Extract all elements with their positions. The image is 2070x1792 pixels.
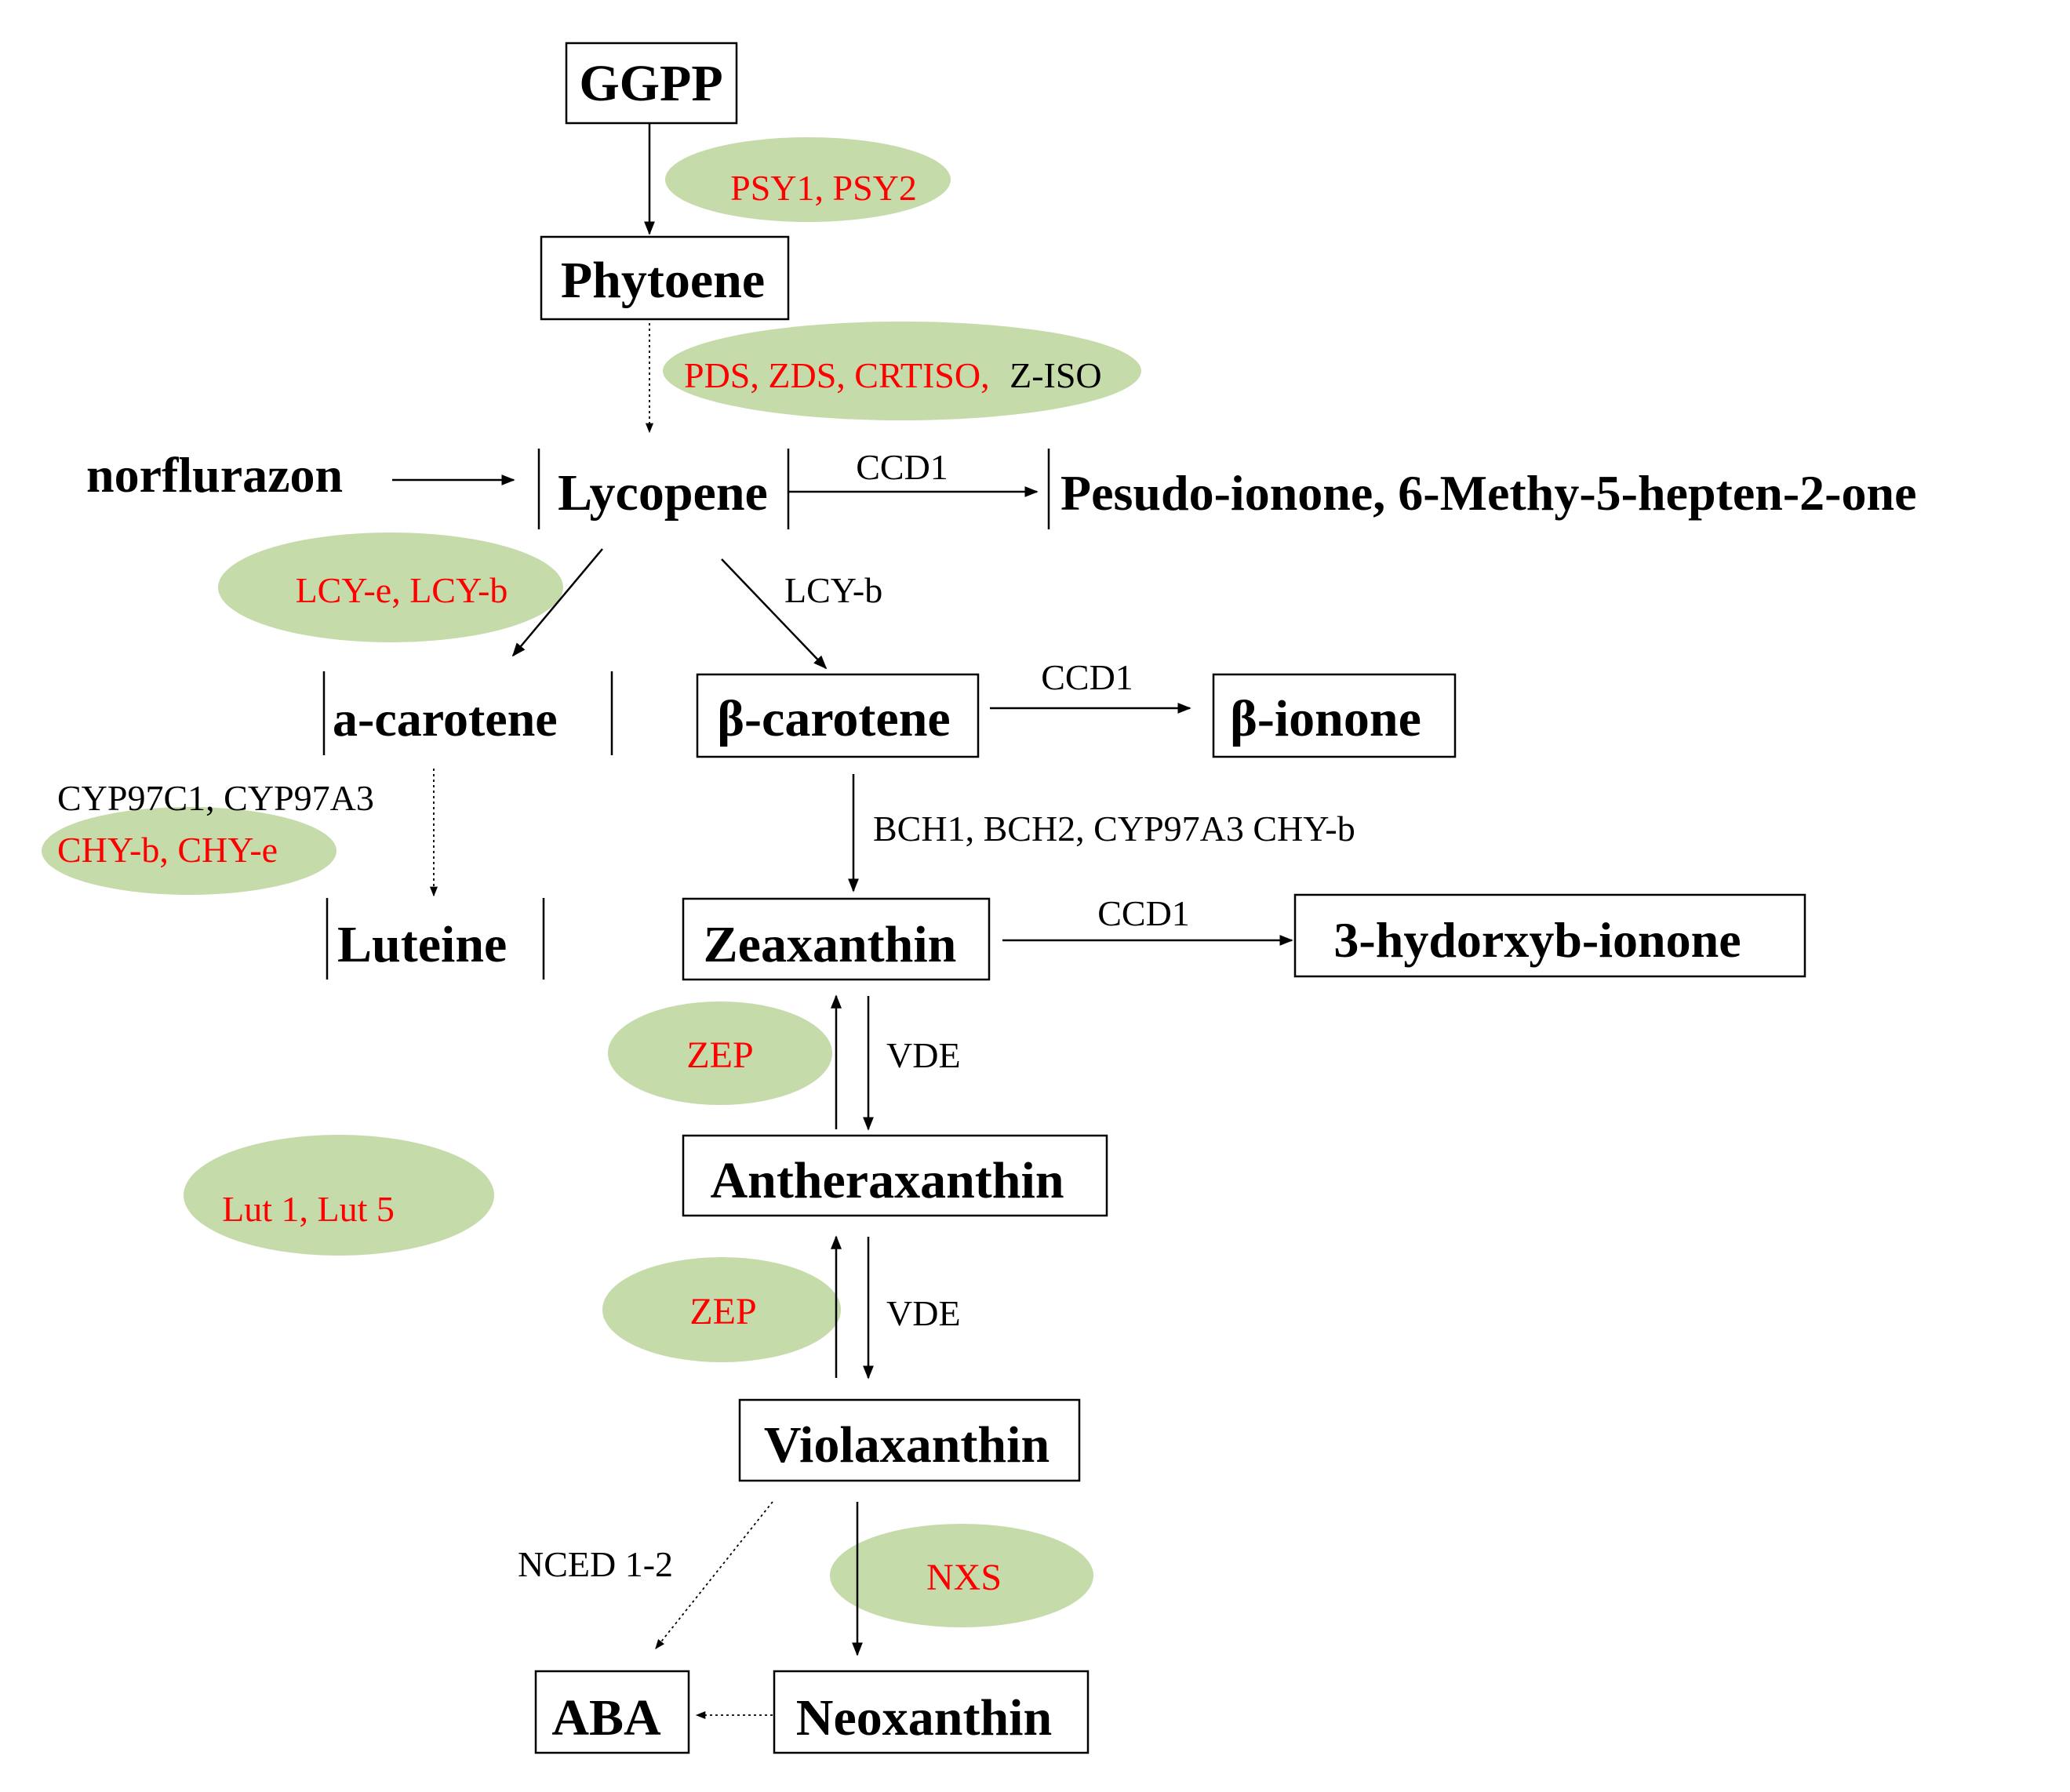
chy-label: CHY-b, CHY-e xyxy=(57,830,278,870)
bch-label: BCH1, BCH2, CYP97A3 CHY-b xyxy=(873,809,1355,849)
hydorxyb-box xyxy=(1293,893,1806,978)
ccd1-label-zeaxanthin: CCD1 xyxy=(1097,893,1190,933)
psy-highlight xyxy=(665,137,951,222)
zeaxanthin-box xyxy=(682,897,991,981)
lcy-highlight xyxy=(218,533,563,642)
lut-highlight xyxy=(184,1135,494,1256)
ccd1-label-b-carotene: CCD1 xyxy=(1041,657,1133,697)
zep-highlight-lower xyxy=(602,1257,841,1362)
arrow-violaxanthin-aba xyxy=(655,1501,773,1649)
pds-highlight xyxy=(663,322,1141,420)
phytoene-box xyxy=(540,235,790,321)
arrow-lycopene-b-carotene xyxy=(721,558,828,670)
pds-label-red: PDS, ZDS, CRTISO, xyxy=(684,355,990,395)
hydorxyb-label: 3-hydorxyb-ionone xyxy=(1333,912,1741,968)
cyp97-label: CYP97C1, CYP97A3 xyxy=(57,778,374,818)
pds-label: PDS, ZDS, CRTISO, Z-ISO xyxy=(684,355,1102,395)
aba-label: ABA xyxy=(551,1689,661,1747)
ggpp-box xyxy=(565,42,738,125)
a-carotene-label: a-carotene xyxy=(333,691,558,747)
nced-label: NCED 1-2 xyxy=(518,1544,673,1584)
nxs-highlight xyxy=(830,1524,1093,1627)
zep-label-upper: ZEP xyxy=(686,1034,753,1076)
pesudo-label: Pesudo-ionone, 6-Methy-5-hepten-2-one xyxy=(1060,465,1916,521)
zep-label-lower: ZEP xyxy=(689,1291,756,1332)
lut-label: Lut 1, Lut 5 xyxy=(222,1189,395,1229)
violaxanthin-label: Violaxanthin xyxy=(764,1416,1050,1474)
lycopene-label: Lycopene xyxy=(558,464,768,522)
violaxanthin-box xyxy=(738,1398,1081,1482)
vde-label-upper: VDE xyxy=(886,1035,961,1075)
vde-label-lower: VDE xyxy=(886,1293,961,1333)
b-ionone-label: β-ionone xyxy=(1230,690,1421,747)
arrow-lycopene-a-carotene xyxy=(511,548,603,657)
antheraxanthin-label: Antheraxanthin xyxy=(710,1152,1064,1209)
neoxanthin-box xyxy=(773,1670,1090,1754)
zep-highlight-upper xyxy=(608,1001,832,1105)
nxs-label: NXS xyxy=(926,1557,1002,1598)
b-ionone-box xyxy=(1212,673,1457,758)
ggpp-label: GGPP xyxy=(579,55,722,112)
b-carotene-box xyxy=(696,673,980,758)
psy-label: PSY1, PSY2 xyxy=(730,168,917,208)
lcy-b-label: LCY-b xyxy=(784,570,882,610)
ccd1-label-lycopene: CCD1 xyxy=(856,447,948,487)
b-carotene-label: β-carotene xyxy=(717,690,950,747)
norflurazon-label: norflurazon xyxy=(86,447,343,503)
neoxanthin-label: Neoxanthin xyxy=(796,1689,1052,1747)
pds-label-black: Z-ISO xyxy=(1010,355,1102,395)
zeaxanthin-label: Zeaxanthin xyxy=(704,916,957,973)
luteine-label: Luteine xyxy=(337,916,507,973)
phytoene-label: Phytoene xyxy=(561,252,765,309)
chy-highlight xyxy=(42,807,337,895)
lcy-eb-label: LCY-e, LCY-b xyxy=(296,570,508,610)
antheraxanthin-box xyxy=(682,1134,1108,1217)
aba-box xyxy=(534,1670,690,1754)
